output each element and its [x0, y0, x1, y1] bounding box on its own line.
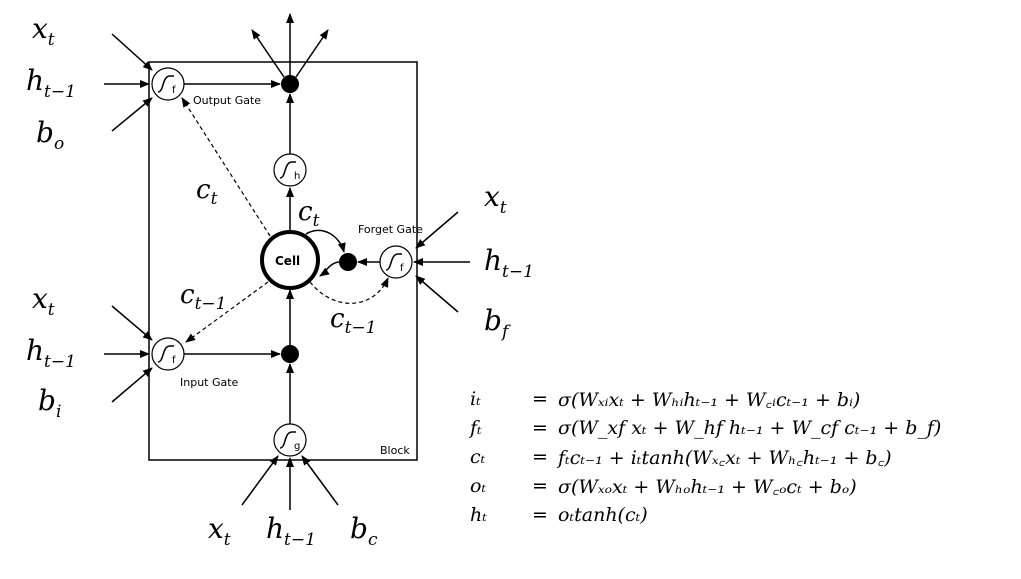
label-xt-forget: xt: [484, 180, 507, 218]
equation-rhs: fₜcₜ₋₁ + iₜtanh(Wₓ꜀xₜ + Wₕ꜀hₜ₋₁ + b꜀): [558, 446, 892, 469]
label-bf: bf: [484, 304, 511, 342]
label-ht1-output: ht−1: [26, 64, 76, 102]
output-gate-inputs: [104, 33, 153, 132]
label-ht1-input: ht−1: [26, 334, 76, 372]
cell-label: Cell: [275, 254, 300, 268]
output-arrows: [251, 13, 329, 78]
forget-gate: f: [379, 245, 413, 279]
label-ht1-forget: ht−1: [484, 244, 534, 282]
block-label: Block: [380, 444, 410, 457]
label-xt-bottom: xt: [208, 512, 231, 550]
equation-lhs: iₜ: [470, 387, 481, 410]
forget-multiplier: [339, 253, 357, 271]
lstm-equations: iₜ = σ(Wₓᵢxₜ + Wₕᵢhₜ₋₁ + W꜀ᵢcₜ₋₁ + bᵢ) f…: [470, 384, 941, 529]
equation-operator: =: [532, 503, 548, 526]
svg-text:g: g: [294, 441, 300, 452]
g-activation-inputs: [241, 455, 339, 510]
equation-rhs: σ(Wₓᵢxₜ + Wₕᵢhₜ₋₁ + W꜀ᵢcₜ₋₁ + bᵢ): [558, 388, 861, 411]
equation-row: cₜ = fₜcₜ₋₁ + iₜtanh(Wₓ꜀xₜ + Wₕ꜀hₜ₋₁ + b…: [470, 442, 941, 471]
equation-lhs: hₜ: [470, 503, 487, 526]
svg-text:f: f: [172, 85, 176, 96]
g-activation: g: [273, 423, 307, 457]
forget-gate-inputs: [413, 211, 470, 313]
output-gate: f: [151, 67, 185, 101]
equation-rhs: oₜtanh(cₜ): [558, 503, 648, 526]
equation-row: oₜ = σ(Wₓₒxₜ + Wₕₒhₜ₋₁ + W꜀ₒcₜ + bₒ): [470, 471, 941, 500]
input-gate: f: [151, 337, 185, 371]
equation-lhs: oₜ: [470, 474, 487, 497]
equation-row: hₜ = oₜtanh(cₜ): [470, 500, 941, 529]
label-bo: bo: [36, 116, 64, 154]
input-gate-inputs: [104, 305, 153, 403]
svg-text:f: f: [172, 355, 176, 366]
label-bi: bi: [38, 384, 61, 422]
equation-operator: =: [532, 387, 548, 410]
input-gate-label: Input Gate: [180, 376, 239, 389]
equation-row: fₜ = σ(W_xf xₜ + W_hf hₜ₋₁ + W_cf cₜ₋₁ +…: [470, 413, 941, 442]
input-multiplier: [281, 345, 299, 363]
label-ct1-left: ct−1: [180, 280, 226, 314]
equation-operator: =: [532, 445, 548, 468]
label-xt-output: xt: [32, 12, 55, 50]
equation-lhs: fₜ: [470, 416, 482, 439]
label-ct-left: ct: [196, 175, 218, 209]
h-activation: h: [273, 153, 307, 187]
equation-rhs: σ(Wₓₒxₜ + Wₕₒhₜ₋₁ + W꜀ₒcₜ + bₒ): [558, 475, 857, 498]
equation-row: iₜ = σ(Wₓᵢxₜ + Wₕᵢhₜ₋₁ + W꜀ᵢcₜ₋₁ + bᵢ): [470, 384, 941, 413]
forget-gate-label: Forget Gate: [358, 223, 423, 236]
output-gate-label: Output Gate: [193, 94, 261, 107]
equation-rhs: σ(W_xf xₜ + W_hf hₜ₋₁ + W_cf cₜ₋₁ + b_f): [558, 416, 942, 439]
label-ct-upper: ct: [298, 197, 320, 231]
svg-text:f: f: [400, 263, 404, 274]
output-multiplier: [281, 75, 299, 93]
equation-operator: =: [532, 416, 548, 439]
label-xt-input: xt: [32, 282, 55, 320]
label-bc: bc: [350, 512, 378, 550]
label-ht1-bottom: ht−1: [266, 512, 316, 550]
label-ct1-right: ct−1: [330, 304, 376, 338]
cell-circle: [260, 230, 320, 290]
equation-lhs: cₜ: [470, 445, 486, 468]
equation-operator: =: [532, 474, 548, 497]
svg-text:h: h: [294, 171, 300, 182]
